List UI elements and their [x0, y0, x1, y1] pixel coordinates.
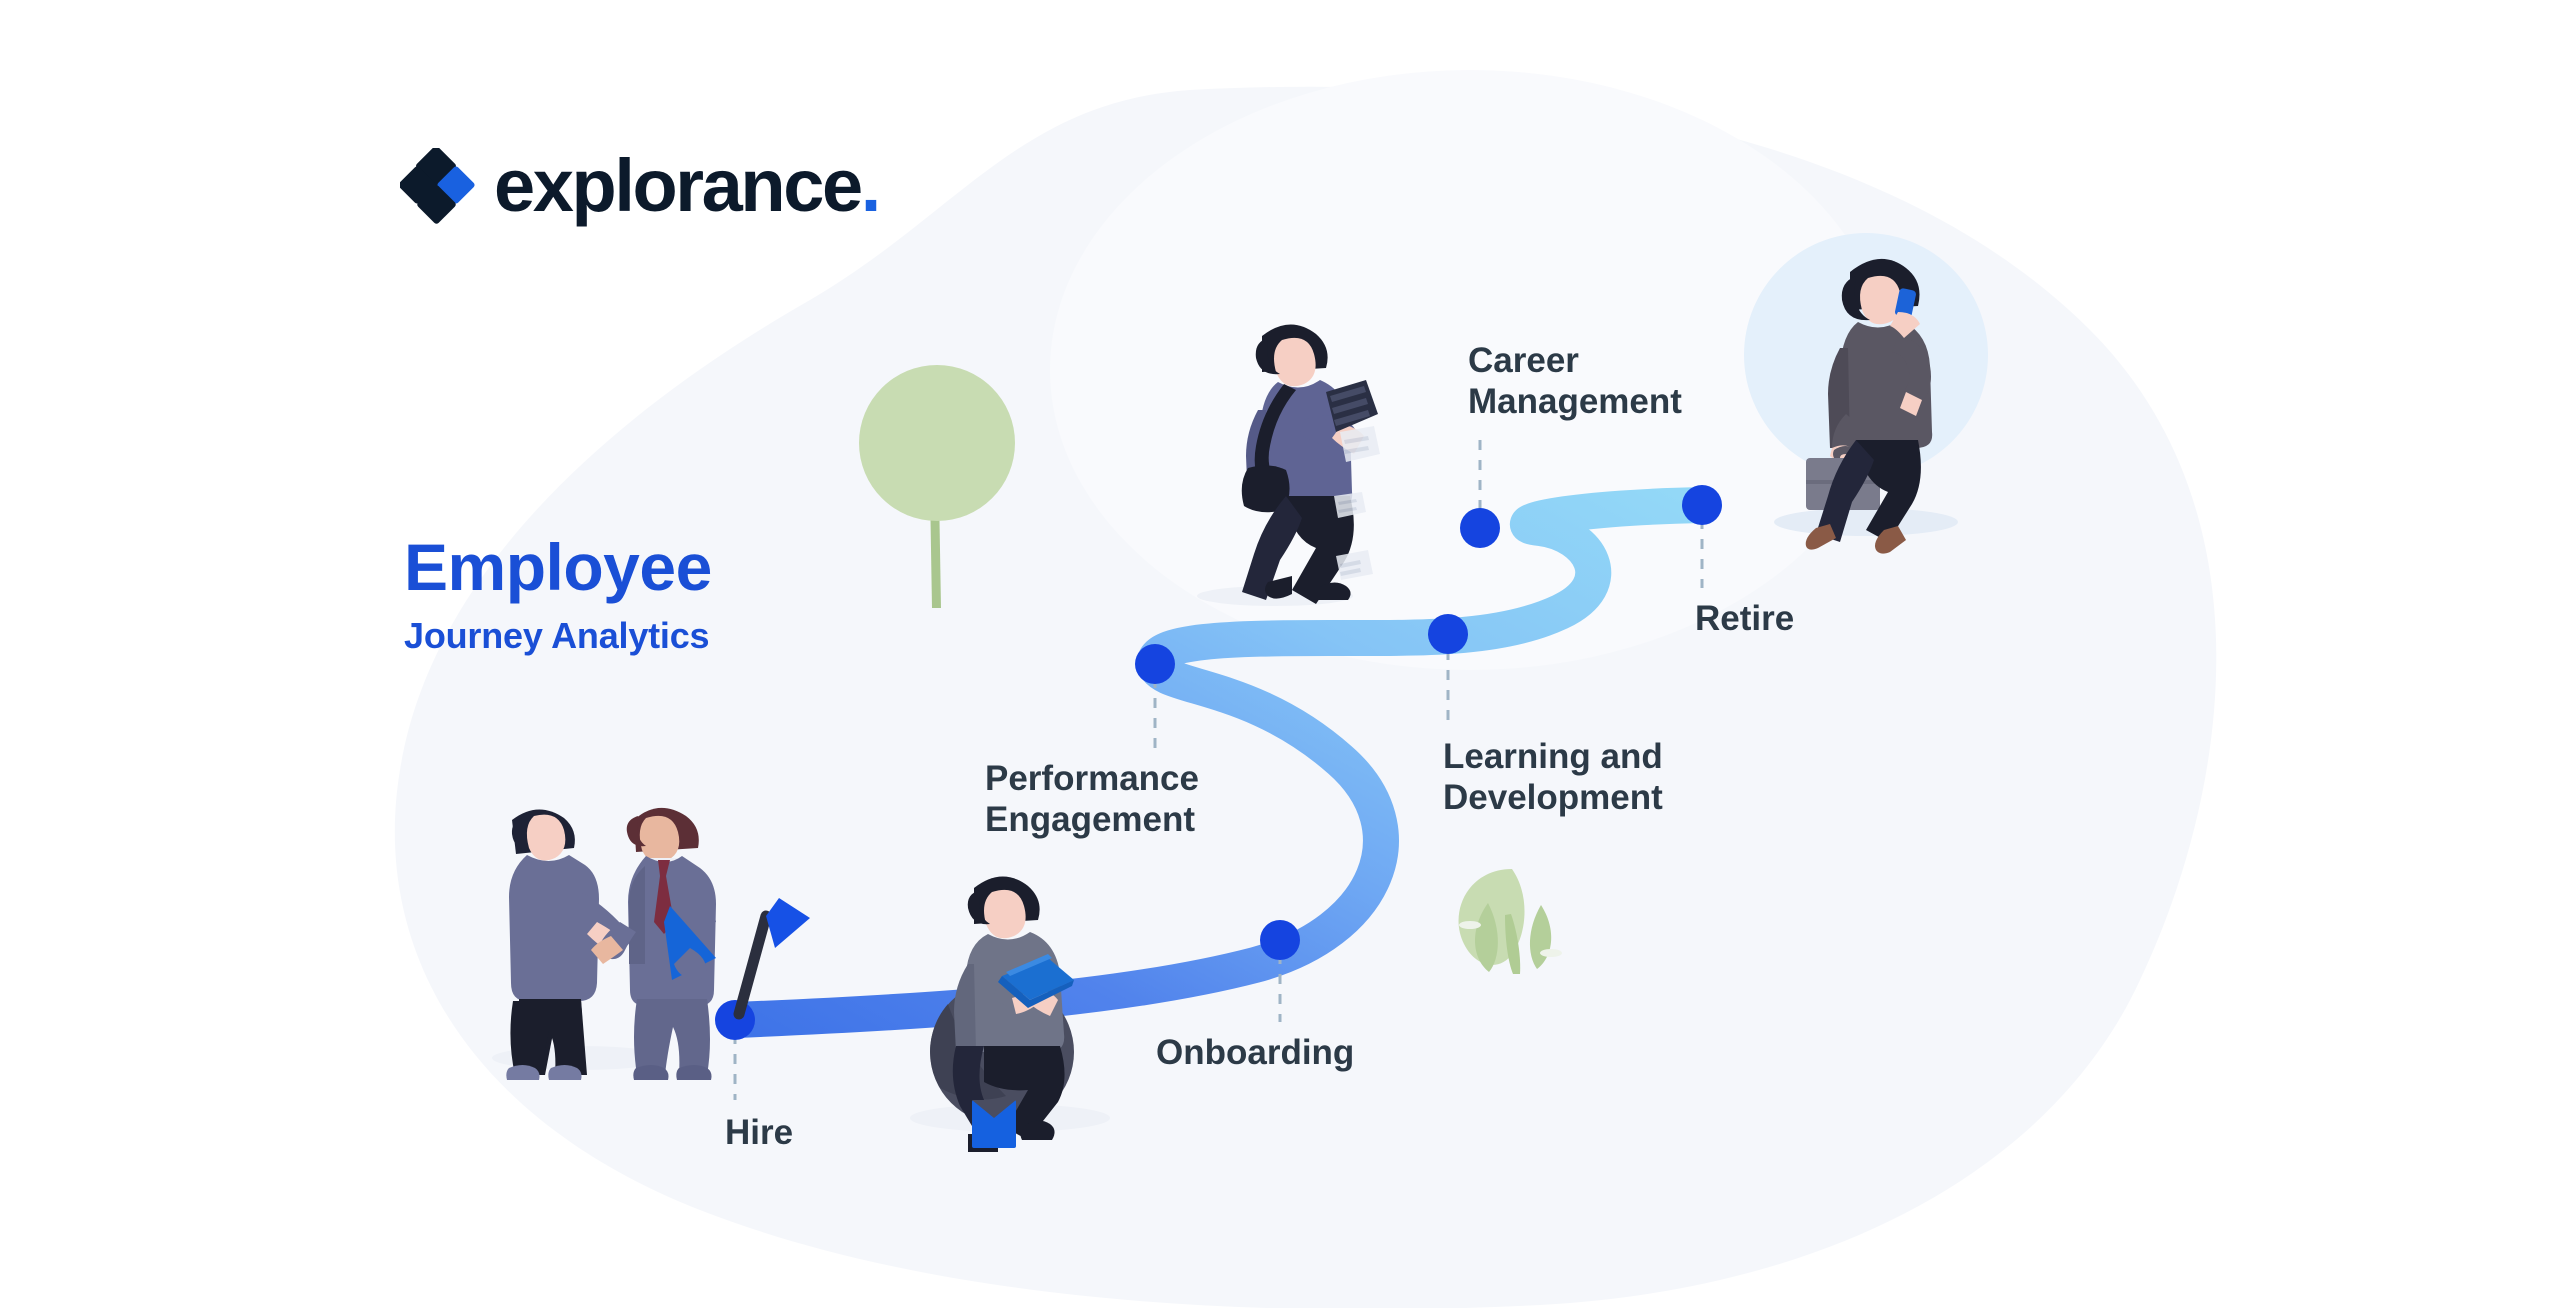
milestone-connectors — [733, 440, 1704, 1100]
blue-book-on-floor — [972, 1100, 1016, 1148]
logo-period: . — [860, 144, 882, 227]
explorance-logo[interactable]: explorance. — [400, 148, 881, 224]
title-line-1: Employee — [404, 530, 712, 604]
falling-papers-icon — [1334, 426, 1380, 580]
node-career — [1460, 508, 1500, 548]
walking-reader-illustration — [1197, 324, 1380, 606]
milestone-label-onboarding[interactable]: Onboarding — [1156, 1033, 1355, 1072]
milestone-nodes — [715, 485, 1722, 1040]
handshake-pair-illustration — [492, 807, 716, 1080]
page-title: Employee Journey Analytics — [404, 533, 712, 655]
milestone-label-learning-development[interactable]: Learning and Development — [1443, 737, 1663, 818]
milestone-label-retire[interactable]: Retire — [1695, 599, 1795, 638]
tree-icon — [859, 365, 1015, 608]
four-diamonds-icon — [400, 148, 475, 224]
title-line-2: Journey Analytics — [404, 614, 710, 656]
node-performance — [1135, 644, 1175, 684]
node-retire — [1682, 485, 1722, 525]
node-learning — [1428, 614, 1468, 654]
person-on-ball-illustration — [910, 876, 1110, 1152]
logo-wordmark: explorance. — [494, 149, 881, 223]
milestone-label-career-management[interactable]: Career Management — [1468, 341, 1682, 422]
logo-word-text: explorance — [494, 144, 863, 227]
node-onboarding — [1260, 920, 1300, 960]
businesswoman-phone-illustration — [1774, 258, 1958, 554]
milestone-label-hire[interactable]: Hire — [725, 1113, 794, 1152]
flag-icon — [733, 898, 810, 1020]
milestone-label-performance-engagement[interactable]: Performance Engagement — [985, 759, 1199, 840]
sprout-plant-icon — [1458, 869, 1562, 974]
